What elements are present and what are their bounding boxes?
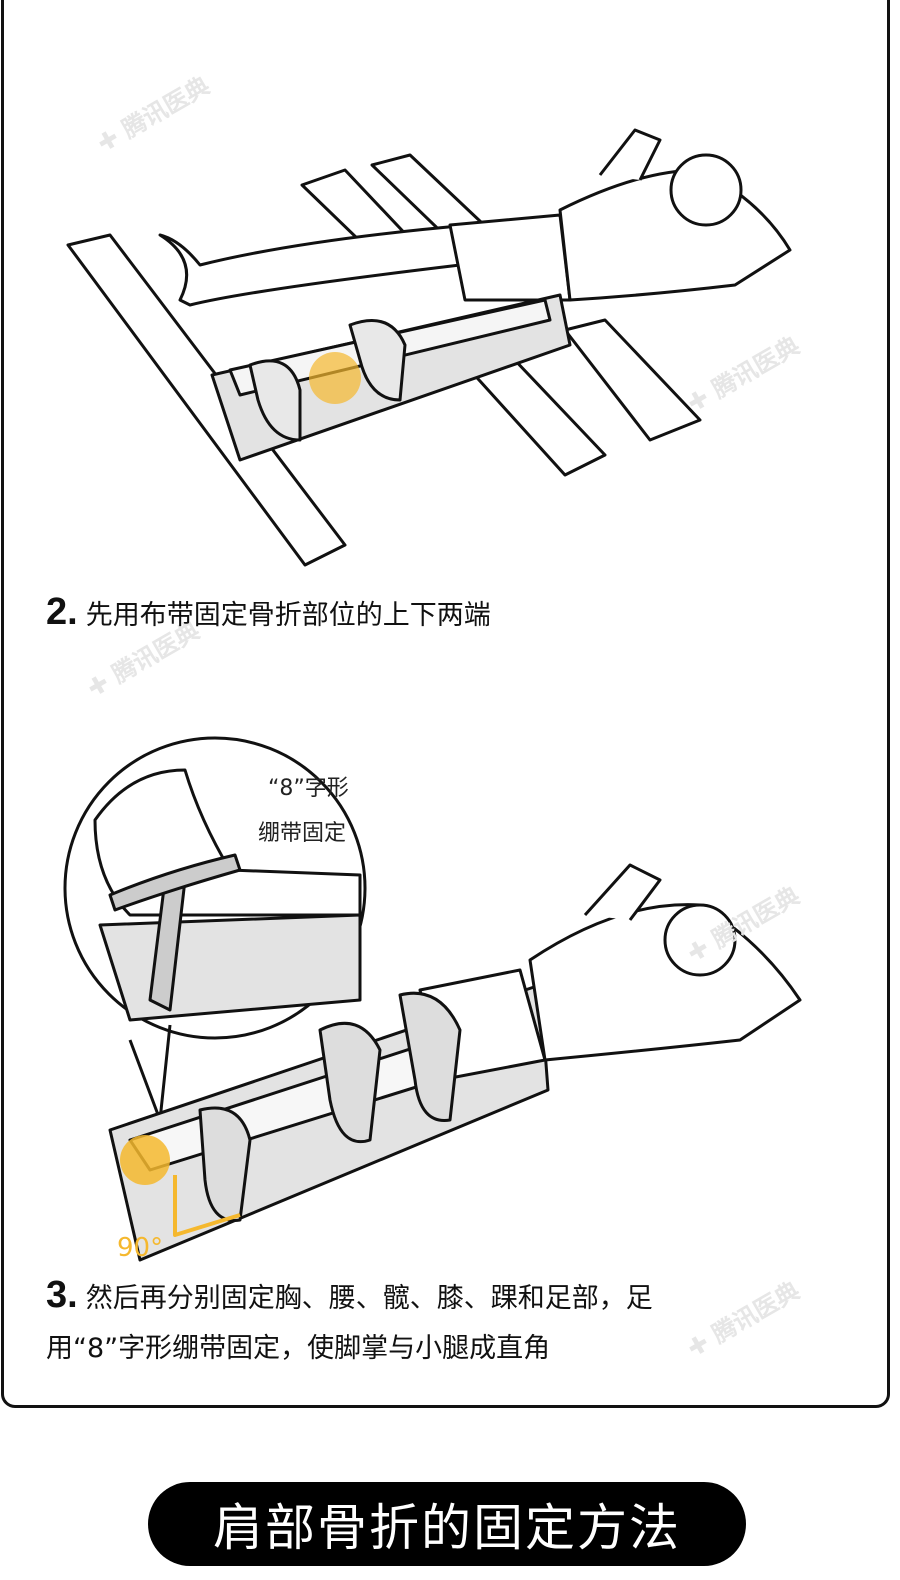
step-description-line2: 用“8”字形绷带固定，使脚掌与小腿成直角 (46, 1333, 551, 1364)
step-number: 3. (46, 1274, 78, 1316)
step-3-text: 3.然后再分别固定胸、腰、髋、膝、踝和足部，足 用“8”字形绷带固定，使脚掌与小… (46, 1270, 653, 1374)
inset-label-line2: 绷带固定 (258, 821, 347, 846)
section-title: 肩部骨折的固定方法 (148, 1482, 746, 1566)
angle-label: 90° (117, 1233, 164, 1263)
step-number: 2. (46, 591, 78, 633)
illustration-step2 (66, 128, 792, 567)
inset-label-line1: “8”字形 (268, 776, 349, 801)
step-2-text: 2.先用布带固定骨折部位的上下两端 (46, 587, 491, 641)
step-description-line1: 然后再分别固定胸、腰、髋、膝、踝和足部，足 (85, 1283, 653, 1314)
step-card (1, 0, 890, 1408)
illustration-step3 (63, 736, 802, 1262)
step-description: 先用布带固定骨折部位的上下两端 (85, 600, 491, 631)
